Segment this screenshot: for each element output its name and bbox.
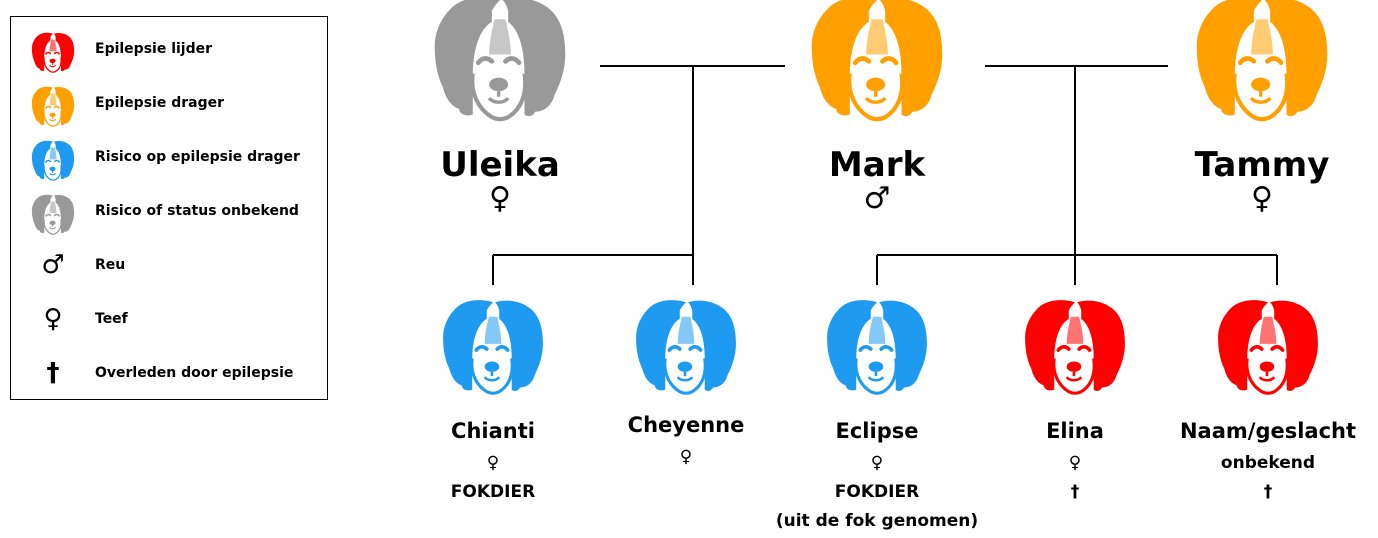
dog-head-icon: [799, 0, 955, 128]
dog-head-icon: [624, 296, 748, 400]
dog-head-icon: [1206, 296, 1330, 400]
legend-label: Overleden door epilepsie: [95, 365, 294, 381]
legend-label: Reu: [95, 257, 126, 273]
dog-head-icon: [422, 0, 578, 128]
cross-symbol-icon: †: [1070, 482, 1080, 502]
legend-label: Epilepsie drager: [95, 95, 224, 111]
female-symbol-icon: ♀: [870, 453, 884, 473]
female-symbol-icon: ♀: [43, 304, 63, 334]
female-symbol-icon: ♀: [486, 453, 500, 473]
dog-head-icon: [815, 296, 939, 400]
legend-label: Teef: [95, 311, 128, 327]
parent-name: Uleika: [440, 145, 560, 185]
male-symbol-icon: ♂: [41, 250, 65, 280]
legend-item: Risico of status onbekend: [11, 193, 329, 233]
legend-item: ♂ Reu: [11, 247, 329, 287]
legend-item: Risico op epilepsie drager: [11, 139, 329, 179]
female-symbol-icon: ♀: [679, 447, 693, 467]
legend-item: Epilepsie lijder: [11, 31, 329, 71]
female-symbol-icon: ♀: [1251, 181, 1273, 216]
dog-head-icon: [815, 296, 939, 404]
female-symbol-icon: ♀: [489, 181, 511, 216]
dog-head-icon: [799, 0, 955, 132]
legend-label: Epilepsie lijder: [95, 41, 213, 57]
dog-head-icon: [624, 296, 748, 404]
cross-symbol-icon: †: [1263, 482, 1273, 502]
dog-head-icon: [431, 296, 555, 400]
dog-head-icon: [422, 0, 578, 132]
child-name: Chianti: [451, 419, 535, 443]
legend-item: ♀ Teef: [11, 301, 329, 341]
parent-name: Mark: [828, 145, 926, 185]
legend-label: Risico of status onbekend: [95, 203, 299, 219]
legend-item: Epilepsie drager: [11, 85, 329, 125]
child-name: Eclipse: [835, 419, 919, 443]
cross-symbol-icon: †: [46, 358, 60, 388]
dog-head-icon: [1184, 0, 1340, 128]
child-note: FOKDIER: [834, 482, 920, 502]
dog-head-icon: [1013, 296, 1137, 404]
dog-head-icon: [1206, 296, 1330, 404]
child-name: Cheyenne: [627, 413, 745, 437]
legend-label: Risico op epilepsie drager: [95, 149, 300, 165]
parent-name: Tammy: [1194, 145, 1330, 185]
child-name: Naam/geslacht: [1179, 419, 1357, 443]
child-note: onbekend: [1220, 453, 1316, 473]
dog-head-icon: [1184, 0, 1340, 132]
female-symbol-icon: ♀: [1068, 453, 1082, 473]
male-symbol-icon: ♂: [863, 181, 891, 216]
legend-item: † Overleden door epilepsie: [11, 355, 329, 395]
dog-head-icon: [1013, 296, 1137, 400]
dog-head-icon: [431, 296, 555, 404]
child-note: FOKDIER: [450, 482, 536, 502]
child-note: (uit de fok genomen): [775, 511, 979, 531]
child-name: Elina: [1046, 419, 1104, 443]
